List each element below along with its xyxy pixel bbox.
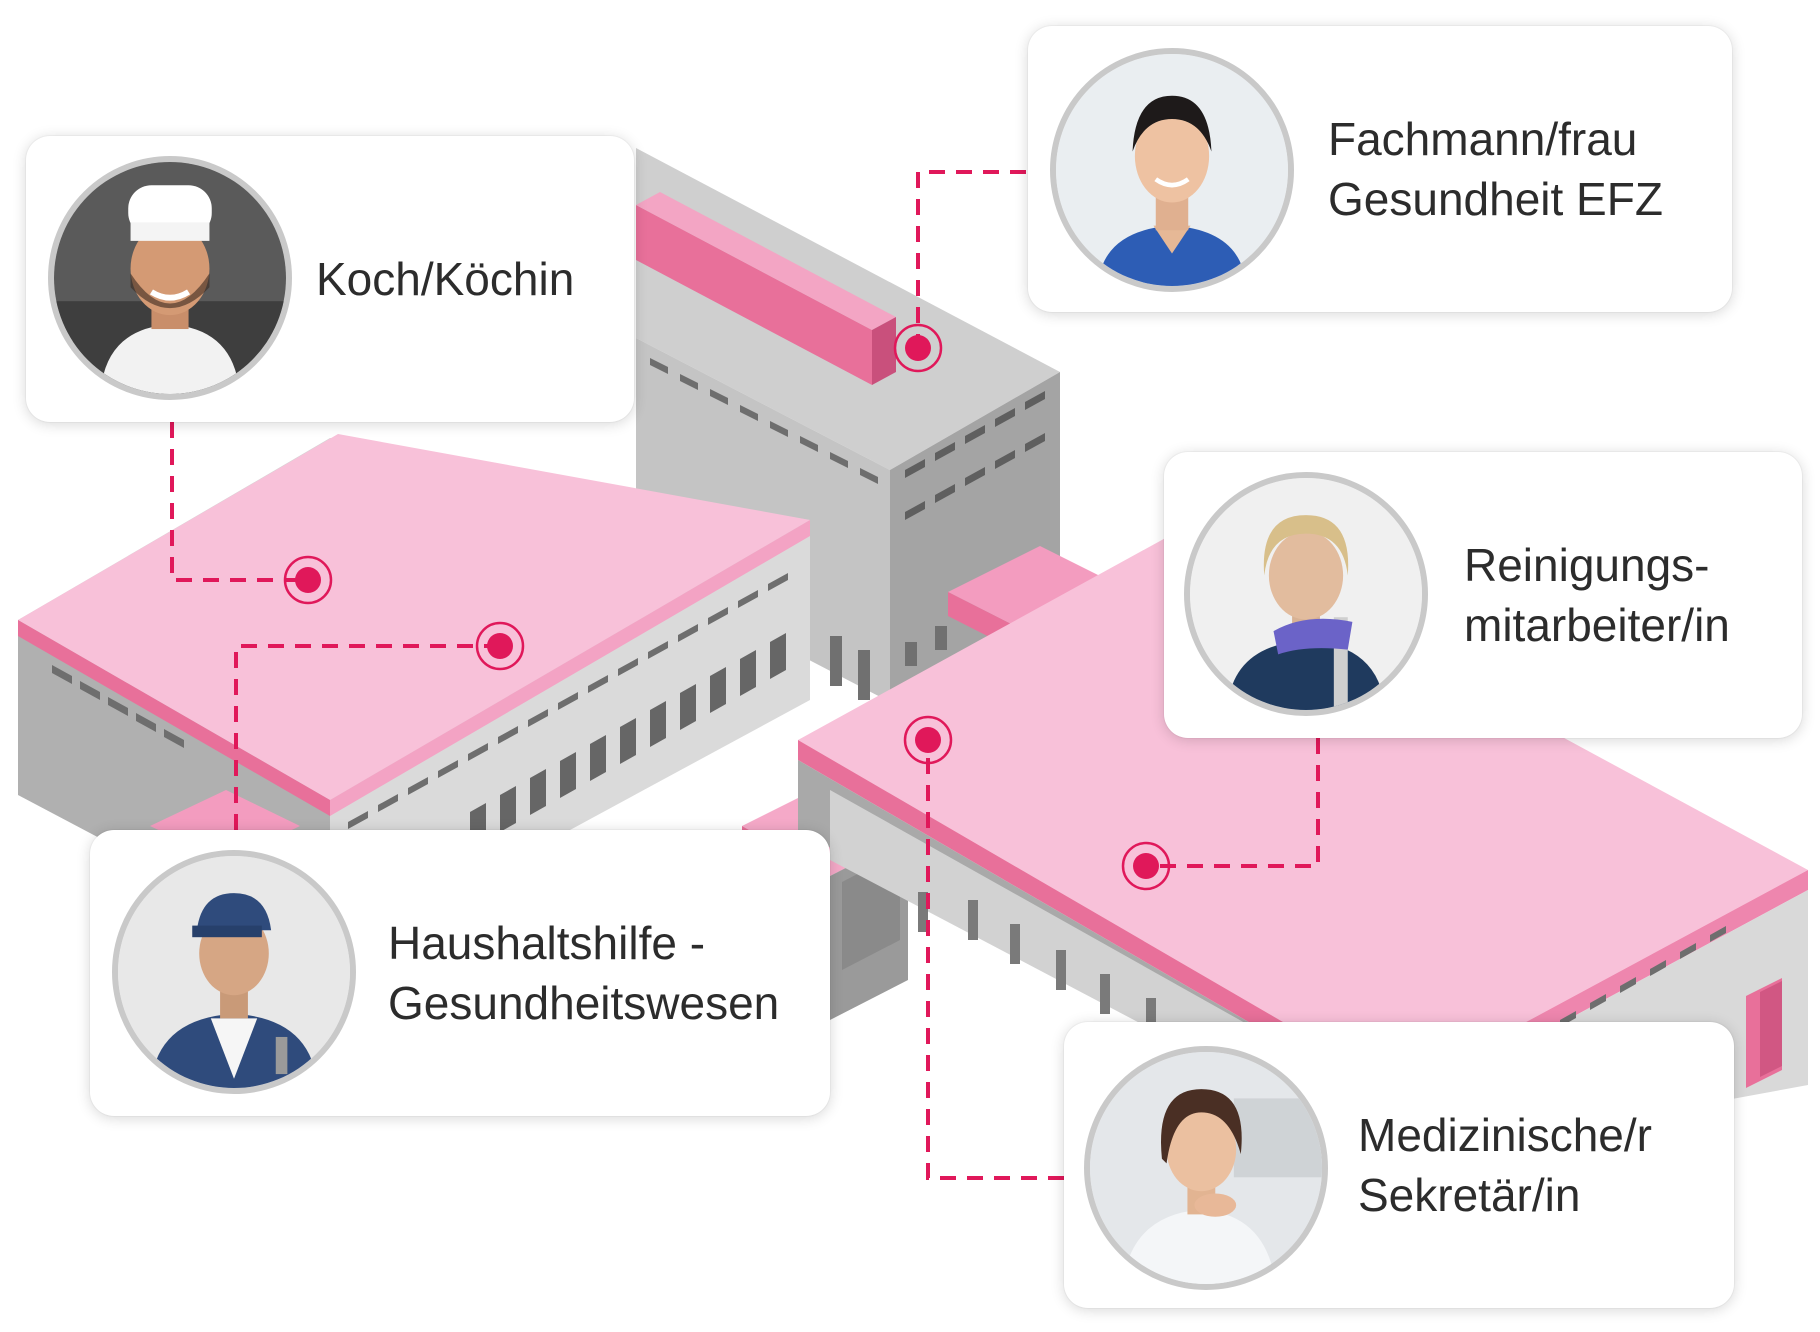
connector-sekretaer [926, 740, 1064, 1180]
marker-koch [283, 555, 333, 605]
cleaner-portrait-icon [1184, 472, 1428, 716]
card-haushalt-line-1: Haushaltshilfe - [388, 917, 706, 969]
card-sekretaer-line-2: Sekretär/in [1358, 1169, 1581, 1221]
card-koch[interactable]: Koch/Köchin [26, 136, 634, 422]
card-fachmann-line-2: Gesundheit EFZ [1328, 173, 1663, 225]
card-fachmann[interactable]: Fachmann/frau Gesundheit EFZ [1028, 26, 1732, 312]
card-haushalt[interactable]: Haushaltshilfe - Gesundheitswesen [90, 830, 830, 1116]
connector-koch [170, 422, 308, 582]
card-koch-line-1: Koch/Köchin [316, 253, 575, 305]
marker-fachmann [893, 323, 943, 373]
card-sekretaer-label: Medizinische/r Sekretär/in [1358, 1105, 1652, 1225]
secretary-portrait-icon [1084, 1046, 1328, 1290]
nurse-portrait-icon [1050, 48, 1294, 292]
location-markers [283, 323, 1171, 891]
tower-windows [650, 358, 878, 484]
connector-haushalt [234, 644, 500, 830]
connector-fachmann [916, 170, 1026, 348]
marker-haushalt [475, 621, 525, 671]
connector-reinigung [1146, 738, 1320, 868]
card-haushalt-label: Haushaltshilfe - Gesundheitswesen [388, 913, 779, 1033]
tower-block [636, 148, 1060, 702]
card-fachmann-line-1: Fachmann/frau [1328, 113, 1638, 165]
card-fachmann-label: Fachmann/frau Gesundheit EFZ [1328, 109, 1663, 229]
card-haushalt-line-2: Gesundheitswesen [388, 977, 780, 1029]
marker-sekretaer [903, 715, 953, 765]
card-reinigung[interactable]: Reinigungs- mitarbeiter/in [1164, 452, 1802, 738]
chef-portrait-icon [48, 156, 292, 400]
connector-lines [170, 170, 1320, 1180]
handyman-portrait-icon [112, 850, 356, 1094]
card-reinigung-label: Reinigungs- mitarbeiter/in [1464, 535, 1730, 655]
marker-reinigung [1121, 841, 1171, 891]
card-sekretaer[interactable]: Medizinische/r Sekretär/in [1064, 1022, 1734, 1308]
card-koch-label: Koch/Köchin [316, 249, 574, 309]
card-reinigung-line-2: mitarbeiter/in [1464, 599, 1730, 651]
card-sekretaer-line-1: Medizinische/r [1358, 1109, 1652, 1161]
card-reinigung-line-1: Reinigungs- [1464, 539, 1710, 591]
